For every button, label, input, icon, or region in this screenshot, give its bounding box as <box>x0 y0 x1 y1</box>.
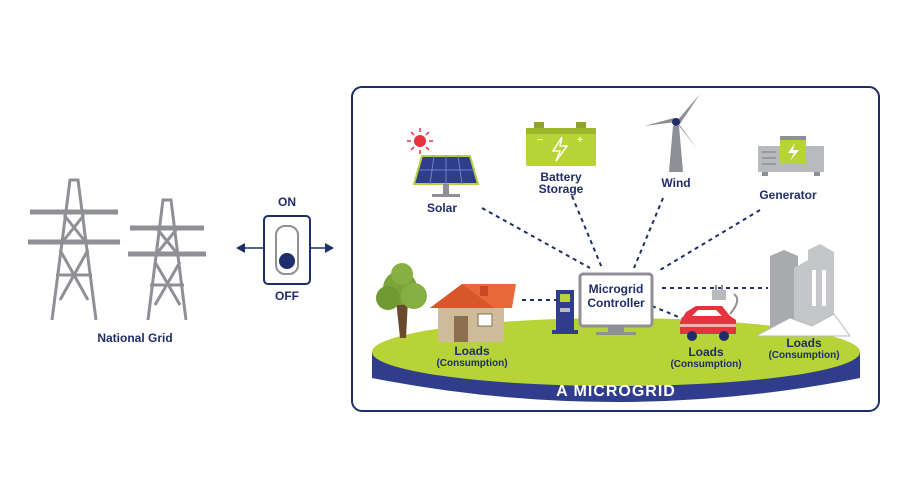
solar-label: Solar <box>426 201 457 215</box>
tree-icon <box>376 263 427 338</box>
connection-lines <box>481 195 768 321</box>
loads-car-title: Loads <box>688 345 724 359</box>
loads-house-subtitle: (Consumption) <box>436 358 508 369</box>
microgrid-controller-icon <box>578 272 654 335</box>
svg-text:+: + <box>577 135 583 146</box>
generator-icon <box>758 136 824 176</box>
switch-on-label: ON <box>278 195 296 209</box>
transmission-tower-icon <box>128 198 206 321</box>
wind-turbine-icon <box>644 94 700 172</box>
wind-label: Wind <box>661 176 691 190</box>
charging-station-icon <box>552 290 578 334</box>
microgrid-title: A MICROGRID <box>556 383 676 400</box>
electric-car-icon <box>680 285 739 341</box>
generator-label: Generator <box>759 188 817 202</box>
battery-label-line2: Storage <box>538 182 584 196</box>
battery-label-line1: Battery <box>540 170 582 184</box>
solar-panel-icon <box>407 128 480 197</box>
city-buildings-icon <box>755 244 851 337</box>
loads-house-title: Loads <box>454 344 490 358</box>
house-icon <box>430 284 516 342</box>
loads-buildings-title: Loads <box>786 336 822 350</box>
national-grid-label: National Grid <box>97 331 173 345</box>
controller-label-line2: Controller <box>587 296 645 310</box>
svg-text:−: − <box>537 135 543 146</box>
switch-off-label: OFF <box>275 289 299 303</box>
controller-label-line1: Microgrid <box>588 282 644 296</box>
on-off-switch-icon <box>236 215 334 285</box>
loads-buildings-subtitle: (Consumption) <box>768 350 840 361</box>
loads-car-subtitle: (Consumption) <box>670 359 742 370</box>
transmission-tower-icon <box>28 178 120 321</box>
battery-storage-icon: − + <box>526 122 596 166</box>
